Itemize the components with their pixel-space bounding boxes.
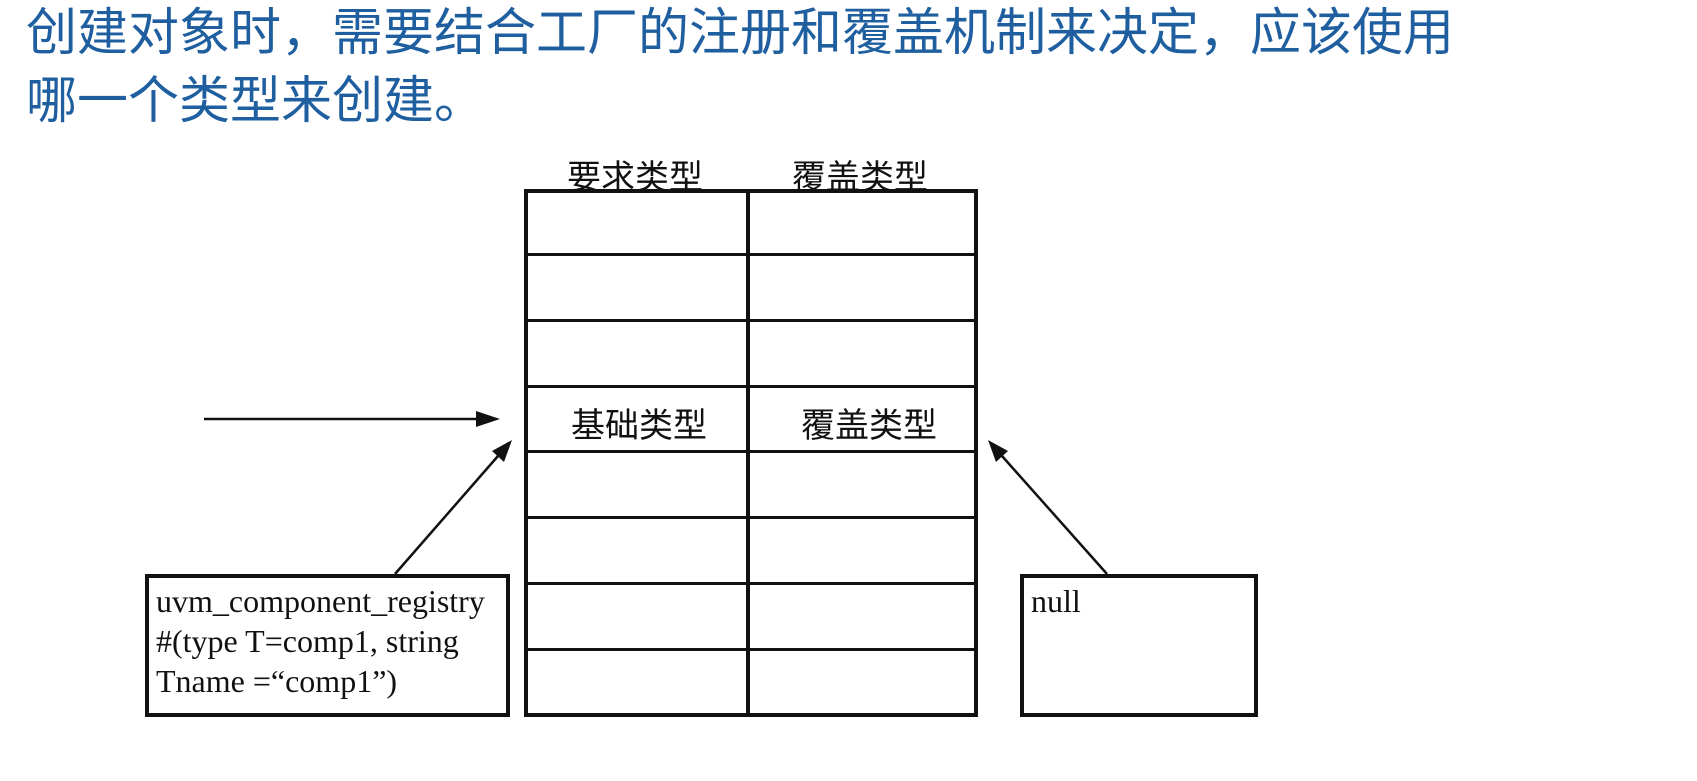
page-heading: 创建对象时，需要结合工厂的注册和覆盖机制来决定，应该使用 哪一个类型来创建。	[26, 0, 1666, 136]
heading-line-1: 创建对象时，需要结合工厂的注册和覆盖机制来决定，应该使用	[26, 4, 1455, 63]
table-column-divider	[746, 189, 750, 717]
request-arrow	[204, 411, 500, 427]
registry-arrow	[394, 440, 512, 575]
table-row-divider	[524, 582, 978, 585]
registry-box	[145, 574, 510, 717]
cell-override-type: 覆盖类型	[801, 406, 937, 446]
table-row-divider	[524, 516, 978, 519]
registry-line-3: Tname =“comp1”)	[156, 663, 398, 699]
table-row-divider	[524, 253, 978, 256]
table-row-divider	[524, 385, 978, 388]
table-row-divider	[524, 319, 978, 322]
table-row-divider	[524, 648, 978, 651]
registry-line-1: uvm_component_registry	[156, 583, 485, 619]
override-arrow	[988, 440, 1108, 575]
override-value: null	[1031, 583, 1081, 619]
heading-line-2: 哪一个类型来创建。	[26, 72, 486, 131]
table-row-divider	[524, 450, 978, 453]
override-table	[524, 189, 978, 717]
registry-line-2: #(type T=comp1, string	[156, 623, 459, 659]
cell-base-type: 基础类型	[571, 406, 707, 446]
override-box	[1020, 574, 1258, 717]
